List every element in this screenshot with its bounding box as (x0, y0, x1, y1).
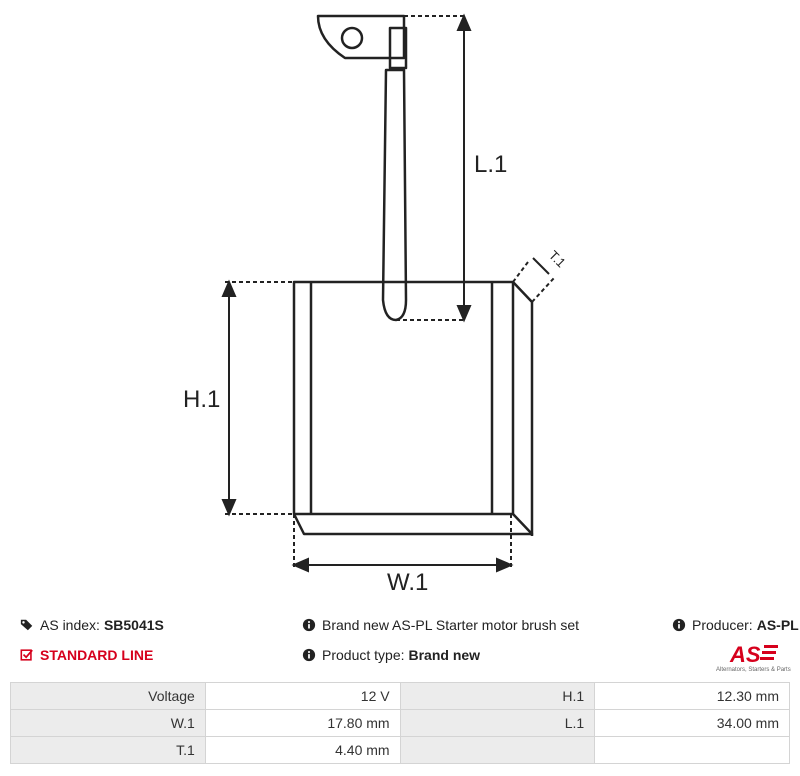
logo-mark: AS (729, 642, 761, 667)
label-h1: H.1 (183, 386, 220, 413)
spec-label: H.1 (399, 682, 596, 710)
spec-value: 34.00 mm (594, 709, 790, 737)
lug-tab (388, 26, 408, 70)
technical-drawing: L.1 H.1 W.1 T.1 (183, 13, 569, 596)
producer-label: Producer: (692, 617, 753, 633)
spec-label: L.1 (399, 709, 596, 737)
checkbox-checked-icon (20, 649, 33, 661)
spec-value: 12 V (204, 682, 401, 710)
as-index-value: SB5041S (103, 617, 164, 633)
spec-label: T.1 (10, 736, 206, 764)
label-w1: W.1 (387, 569, 428, 596)
table-row: Voltage 12 V H.1 12.30 mm (10, 682, 790, 710)
label-t1: T.1 (546, 248, 569, 271)
spec-value: 4.40 mm (204, 736, 401, 764)
spec-label: W.1 (10, 709, 206, 737)
producer-value: AS-PL (756, 617, 799, 633)
product-type: Product type: Brand new (302, 647, 480, 663)
brush-bevel-top (512, 281, 534, 536)
as-index-label: AS index: (40, 617, 100, 633)
product-type-value: Brand new (408, 647, 481, 663)
spec-value: 17.80 mm (204, 709, 401, 737)
as-index: AS index: SB5041S (20, 617, 164, 633)
info-icon (302, 618, 316, 632)
logo-tagline: Alternators, Starters & Parts (716, 667, 791, 673)
product-description: Brand new AS-PL Starter motor brush set (302, 617, 579, 633)
brush-base (292, 513, 534, 536)
spec-value (594, 736, 790, 764)
brush-body (292, 280, 515, 516)
spec-value: 12.30 mm (594, 682, 790, 710)
info-icon (302, 648, 316, 662)
spec-label (399, 736, 596, 764)
terminal-lug (316, 14, 406, 60)
label-l1: L.1 (474, 151, 507, 178)
producer: Producer: AS-PL (672, 617, 799, 633)
info-icon (672, 618, 686, 632)
table-row: W.1 17.80 mm L.1 34.00 mm (10, 709, 790, 737)
product-type-label: Product type: (322, 647, 405, 663)
standard-line-text: STANDARD LINE (40, 647, 154, 663)
table-row: T.1 4.40 mm (10, 736, 790, 764)
lug-hole (340, 26, 364, 50)
specs-table: Voltage 12 V H.1 12.30 mm W.1 17.80 mm L… (10, 682, 790, 764)
standard-line: STANDARD LINE (20, 647, 153, 663)
as-pl-logo: AS Alternators, Starters & Parts (716, 642, 791, 673)
tags-icon (20, 619, 33, 631)
description-text: Brand new AS-PL Starter motor brush set (322, 617, 580, 633)
spec-label: Voltage (10, 682, 206, 710)
